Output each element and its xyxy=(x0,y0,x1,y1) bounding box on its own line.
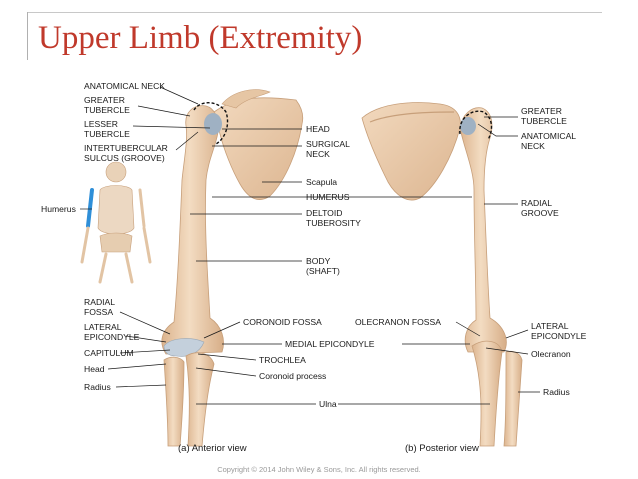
label-deltoid-2: TUBEROSITY xyxy=(306,218,361,228)
label-body-2: (SHAFT) xyxy=(306,266,340,276)
label-humerus: HUMERUS xyxy=(306,192,350,202)
label-trochlea: TROCHLEA xyxy=(259,355,306,365)
posterior-scapula xyxy=(361,102,461,201)
label-scapula: Scapula xyxy=(306,177,337,187)
anterior-view xyxy=(161,89,304,447)
label-post-lateral-epi-2: EPICONDYLE xyxy=(531,331,587,341)
label-surgical-neck-1: SURGICAL xyxy=(306,139,350,149)
skeleton-pelvis xyxy=(99,232,133,253)
label-lesser-tubercle-1: LESSER xyxy=(84,119,118,129)
label-coronoid-process: Coronoid process xyxy=(259,371,326,381)
label-humerus-inset: Humerus xyxy=(41,204,76,214)
label-intertubercular-2: SULCUS (GROOVE) xyxy=(84,153,165,163)
label-head-radius: Head xyxy=(84,364,105,374)
posterior-radius xyxy=(503,350,523,447)
leader-post-lateral-epi xyxy=(505,329,529,339)
label-post-greater-1: GREATER xyxy=(521,106,562,116)
leader-post-anatomical xyxy=(477,123,518,137)
skeleton-inset xyxy=(80,161,152,284)
label-greater-tubercle-1: GREATER xyxy=(84,95,125,105)
leader-trochlea xyxy=(197,353,257,361)
skeleton-left-leg xyxy=(98,252,108,284)
leader-lateral-epi xyxy=(125,335,167,343)
caption-anterior-view: (a) Anterior view xyxy=(178,443,247,454)
leader-coronoid-process xyxy=(195,367,257,377)
posterior-humeral-head xyxy=(460,117,476,135)
label-radial-fossa-1: RADIAL xyxy=(84,297,115,307)
leader-anatomical-neck xyxy=(159,86,199,105)
label-post-anatomical-2: NECK xyxy=(521,141,545,151)
slide-title: Upper Limb (Extremity) xyxy=(38,20,363,56)
leader-olecranon-fossa xyxy=(455,321,481,337)
leader-lines xyxy=(80,86,540,405)
label-capitulum: CAPITULUM xyxy=(84,348,134,358)
label-olecranon: Olecranon xyxy=(531,349,571,359)
anterior-scapula xyxy=(213,97,304,200)
posterior-humerus xyxy=(459,107,507,353)
anterior-humeral-head xyxy=(204,113,222,135)
label-radius: Radius xyxy=(84,382,111,392)
label-anatomical-neck: ANATOMICAL NECK xyxy=(84,81,165,91)
slide-left-rule xyxy=(27,12,28,60)
label-post-radius: Radius xyxy=(543,387,570,397)
label-greater-tubercle-2: TUBERCLE xyxy=(84,105,130,115)
posterior-ulna xyxy=(471,340,503,447)
skeleton-right-humerus xyxy=(138,188,146,228)
leader-radial-fossa xyxy=(119,311,171,335)
caption-posterior-view: (b) Posterior view xyxy=(405,443,479,454)
anterior-humerus xyxy=(161,105,224,355)
posterior-scapula-spine xyxy=(369,111,455,123)
posterior-view xyxy=(361,102,523,447)
label-radial-groove-2: GROOVE xyxy=(521,208,559,218)
leader-capitulum xyxy=(119,349,171,354)
label-ulna: Ulna xyxy=(319,399,337,409)
leader-head-radius xyxy=(107,363,167,370)
leader-greater-tubercle xyxy=(137,105,191,117)
label-coronoid-fossa: CORONOID FOSSA xyxy=(243,317,322,327)
skeleton-highlighted-humerus xyxy=(86,188,94,228)
label-olecranon-fossa: OLECRANON FOSSA xyxy=(355,317,441,327)
leader-olecranon xyxy=(485,347,529,355)
leader-coronoid-fossa xyxy=(203,321,241,339)
anterior-scapula-process xyxy=(221,89,271,109)
anterior-ulna xyxy=(185,352,215,447)
label-lateral-epi-2: EPICONDYLE xyxy=(84,332,140,342)
anatomical-neck-outline xyxy=(193,102,229,145)
label-radial-fossa-2: FOSSA xyxy=(84,307,113,317)
label-medial-epicondyle: MEDIAL EPICONDYLE xyxy=(285,339,375,349)
label-post-anatomical-1: ANATOMICAL xyxy=(521,131,576,141)
copyright-notice: Copyright © 2014 John Wiley & Sons, Inc.… xyxy=(217,465,421,474)
label-body-1: BODY xyxy=(306,256,331,266)
anterior-radius xyxy=(163,356,185,447)
skeleton-skull xyxy=(105,161,127,183)
label-lesser-tubercle-2: TUBERCLE xyxy=(84,129,130,139)
posterior-anatomical-neck-outline xyxy=(459,110,493,141)
label-post-greater-2: TUBERCLE xyxy=(521,116,567,126)
skeleton-left-forearm xyxy=(80,226,90,264)
label-radial-groove-1: RADIAL xyxy=(521,198,552,208)
label-lateral-epi-1: LATERAL xyxy=(84,322,122,332)
skeleton-right-forearm xyxy=(142,226,152,264)
label-deltoid-1: DELTOID xyxy=(306,208,342,218)
leader-intertubercular xyxy=(175,131,199,151)
leader-radius xyxy=(115,384,167,388)
label-post-lateral-epi-1: LATERAL xyxy=(531,321,569,331)
label-surgical-neck-2: NECK xyxy=(306,149,330,159)
leader-lesser-tubercle xyxy=(132,125,211,129)
skeleton-right-leg xyxy=(124,252,134,284)
label-head: HEAD xyxy=(306,124,330,134)
label-intertubercular-1: INTERTUBERCULAR xyxy=(84,143,168,153)
skeleton-ribcage xyxy=(97,185,135,235)
slide-top-rule xyxy=(27,12,602,13)
